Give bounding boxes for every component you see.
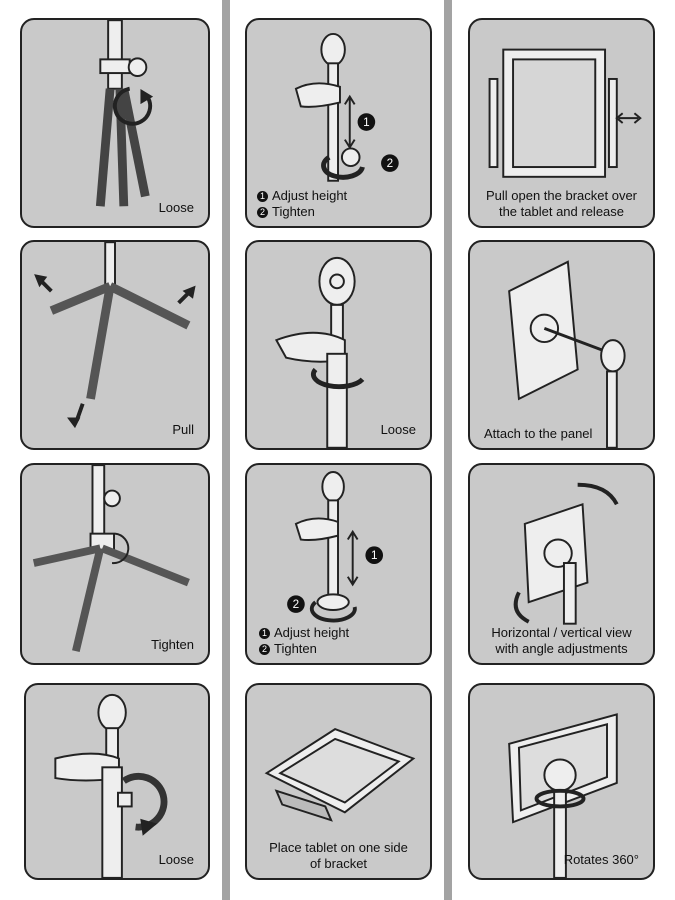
step-marker-2: 2 — [293, 598, 300, 611]
angle-adjust-illustration — [513, 482, 619, 625]
step-pull-legs: Pull — [20, 240, 210, 450]
pole-adjust-illustration: 1 2 — [294, 32, 399, 182]
caption: Tighten — [151, 637, 194, 652]
step-attach-panel: Attach to the panel — [468, 240, 655, 450]
column-divider — [444, 0, 452, 900]
step-text: Tighten — [274, 641, 317, 656]
attach-panel-illustration — [508, 260, 626, 448]
caption-line: Place tablet on one side — [269, 840, 408, 855]
caption-line: Pull open the bracket over — [485, 188, 638, 203]
caption-line: Horizontal / vertical view — [491, 625, 632, 640]
tablet-placement-illustration — [264, 728, 416, 822]
pole-loose-illustration — [54, 693, 168, 878]
step-number: 2 — [257, 207, 268, 218]
caption-line: with angle adjustments — [495, 641, 628, 656]
caption: Pull — [172, 422, 194, 437]
step-text: Adjust height — [272, 188, 348, 203]
tripod-loose-illustration — [95, 20, 154, 207]
caption: Attach to the panel — [484, 426, 593, 441]
caption: Loose — [380, 422, 416, 437]
caption: Rotates 360° — [563, 852, 639, 867]
head-loose-illustration — [274, 256, 365, 448]
tripod-pull-illustration — [34, 242, 196, 429]
step-list: 1 Adjust height 2 Tighten — [257, 188, 347, 220]
bracket-open-illustration — [488, 48, 642, 178]
pole-adjust-illustration: 1 2 — [287, 471, 384, 623]
step-marker-1: 1 — [363, 116, 370, 129]
step-loose-tripod: Loose — [20, 18, 210, 228]
step-number: 1 — [259, 628, 270, 639]
step-marker-1: 1 — [371, 549, 378, 562]
column-divider — [222, 0, 230, 900]
step-number: 2 — [259, 644, 270, 655]
step-loose-head: Loose — [245, 240, 432, 450]
tripod-tighten-illustration — [32, 465, 190, 653]
step-text: Tighten — [272, 204, 315, 219]
step-tighten-tripod: Tighten — [20, 463, 210, 665]
caption-line: of bracket — [309, 856, 368, 871]
step-text: Adjust height — [274, 625, 350, 640]
step-number: 1 — [257, 191, 268, 202]
step-marker-2: 2 — [387, 157, 394, 170]
caption: Loose — [158, 852, 194, 867]
step-rotate-360: Rotates 360° — [468, 683, 655, 880]
step-loose-pole: Loose — [24, 683, 210, 880]
caption-line: the tablet and release — [498, 204, 625, 219]
step-list: 1 Adjust height 2 Tighten — [259, 625, 349, 657]
caption: Loose — [158, 200, 194, 215]
rotate-illustration — [508, 713, 618, 878]
